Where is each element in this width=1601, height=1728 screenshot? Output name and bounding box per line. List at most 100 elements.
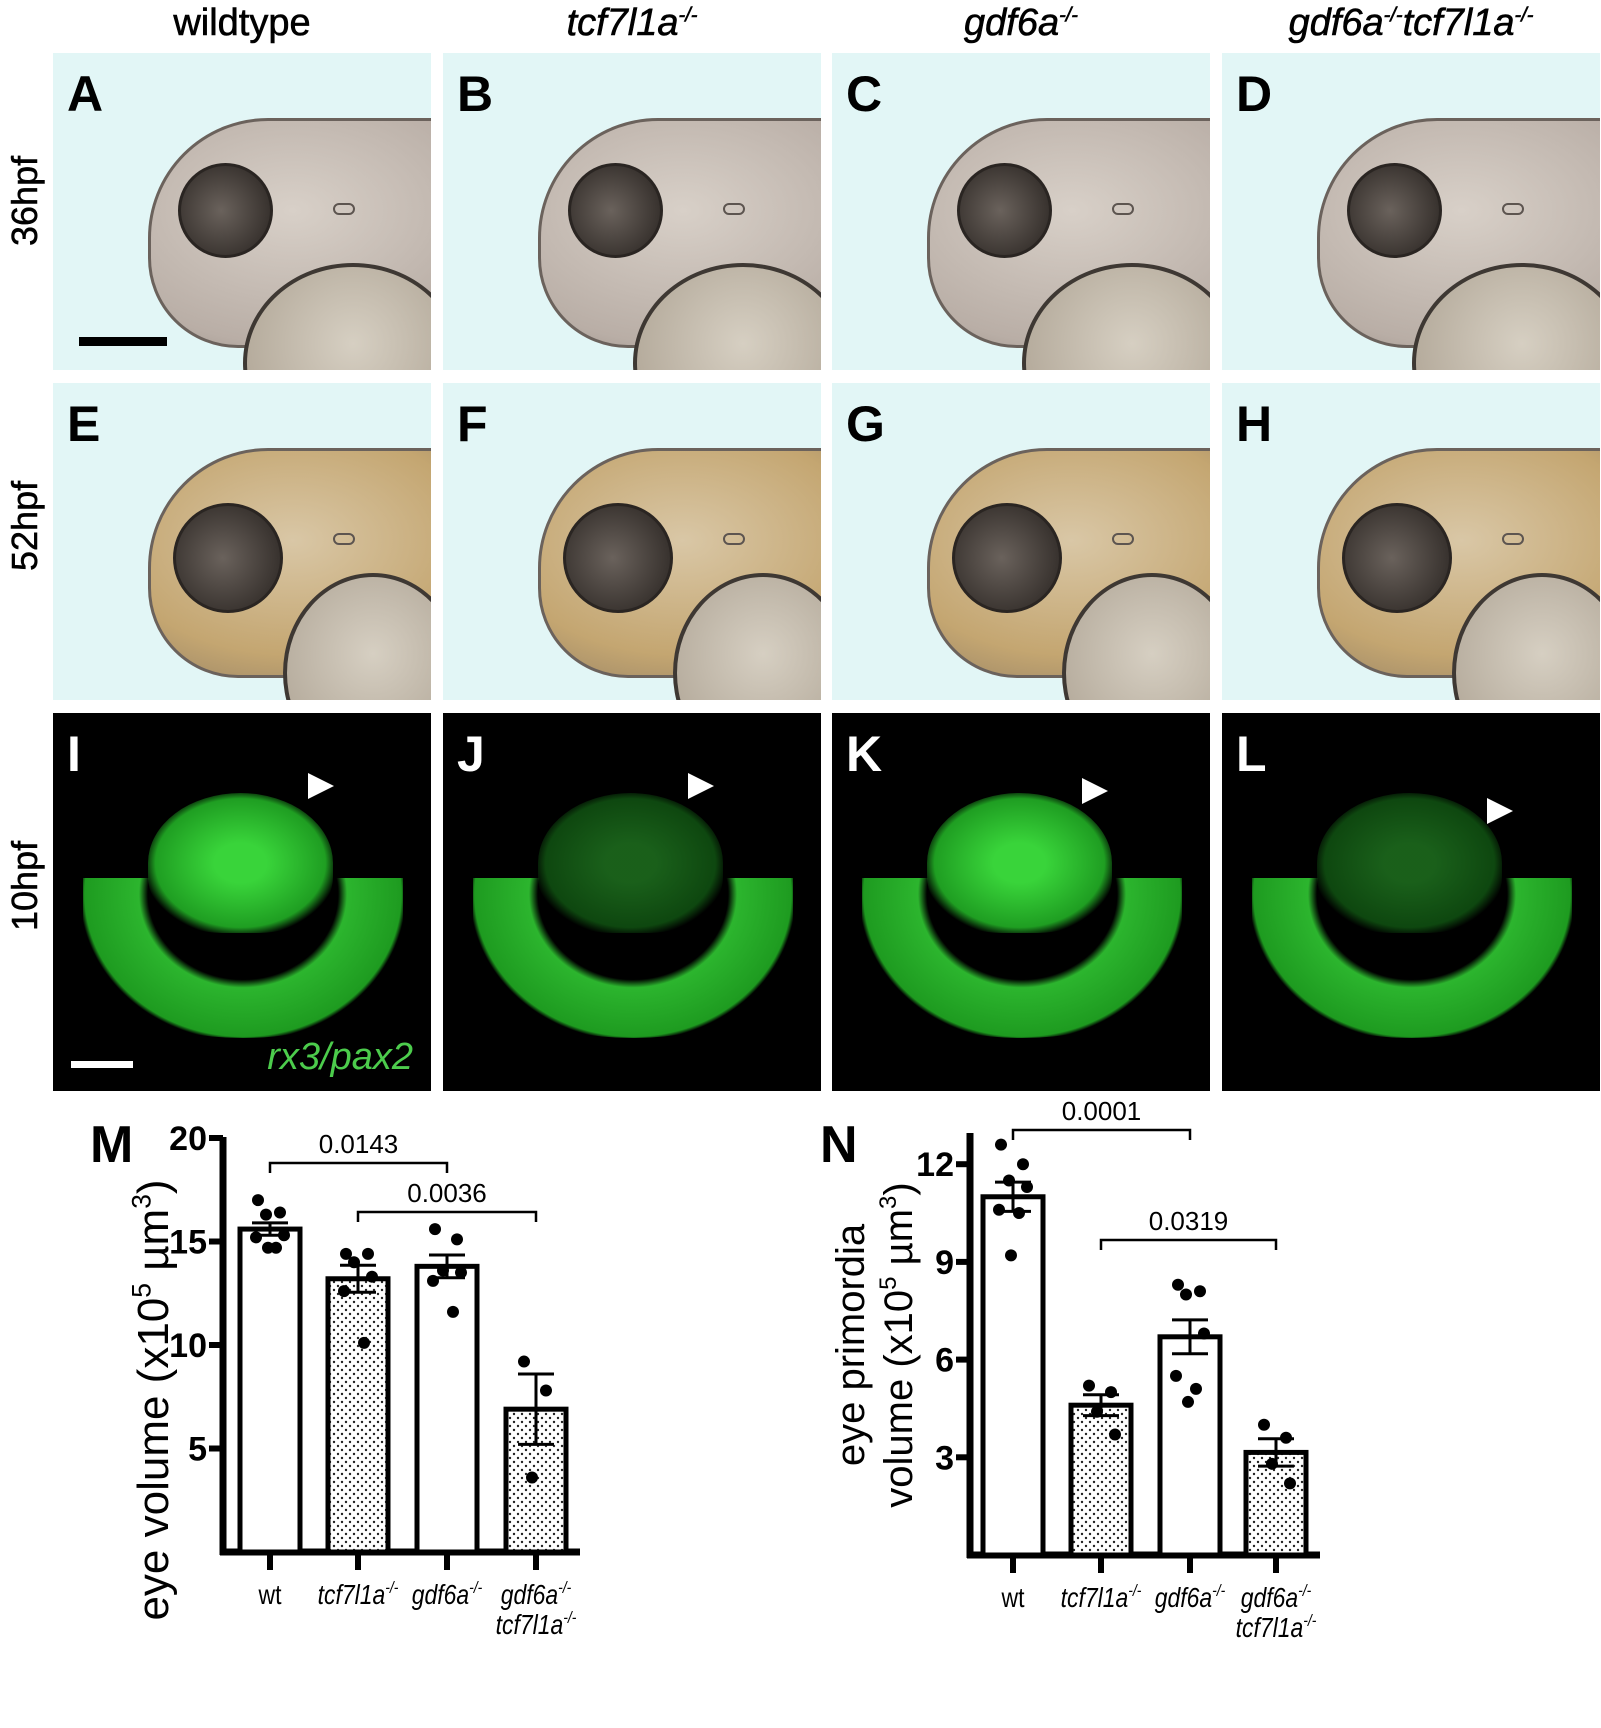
data-point xyxy=(348,1256,360,1269)
y-label-segment: ) xyxy=(877,1182,921,1195)
category-part: wt xyxy=(258,1580,282,1611)
eye xyxy=(178,163,273,258)
image-panel-c: C xyxy=(832,53,1210,370)
data-point xyxy=(526,1471,538,1484)
y-axis-label: eye volume (x105 µm3) xyxy=(126,1179,178,1620)
category-part: -/- xyxy=(1303,1612,1316,1631)
data-point xyxy=(1091,1405,1103,1418)
data-point xyxy=(278,1229,290,1242)
column-label: tcf7l1a xyxy=(1402,2,1515,45)
otic-vesicle xyxy=(1502,533,1524,545)
data-point xyxy=(1198,1327,1210,1340)
panel-label: K xyxy=(846,726,883,782)
data-point xyxy=(427,1274,439,1287)
otic-vesicle xyxy=(333,203,355,215)
eye xyxy=(173,503,283,613)
panel-label: B xyxy=(457,66,494,122)
x-tick-label: gdf6a-/- xyxy=(501,1579,572,1611)
y-label-segment: 5 xyxy=(875,1276,902,1289)
panel-label: H xyxy=(1236,396,1273,452)
category-part: tcf7l1a xyxy=(496,1610,564,1641)
otic-vesicle xyxy=(1112,533,1134,545)
eye xyxy=(568,163,663,258)
arrowhead-icon xyxy=(308,773,334,799)
data-point xyxy=(1021,1180,1033,1193)
x-tick-label-line2: tcf7l1a-/- xyxy=(496,1609,577,1641)
otic-vesicle xyxy=(1112,203,1134,215)
arrowhead-icon xyxy=(1487,798,1513,824)
panel-label: J xyxy=(457,726,485,782)
panel-label: G xyxy=(846,396,885,452)
data-point xyxy=(437,1264,449,1277)
y-label-part: eye volume (x10 xyxy=(129,1298,178,1621)
panel-label: L xyxy=(1236,726,1267,782)
category-part: -/- xyxy=(1128,1582,1141,1601)
arrowhead-icon xyxy=(688,773,714,799)
genotype-sup: -/- xyxy=(1514,4,1534,27)
category-part: -/- xyxy=(558,1579,571,1598)
eye xyxy=(1342,503,1452,613)
row-header-36hpf: 36hpf xyxy=(4,155,46,247)
data-point xyxy=(429,1223,441,1236)
panel-label: F xyxy=(457,396,488,452)
column-label: tcf7l1a xyxy=(566,2,679,45)
bar xyxy=(1243,1449,1309,1558)
bar xyxy=(1068,1402,1134,1558)
data-point xyxy=(1170,1369,1182,1382)
data-point xyxy=(250,1231,262,1244)
image-panel-e: E xyxy=(53,383,431,700)
data-point xyxy=(362,1247,374,1260)
data-point xyxy=(995,1138,1007,1151)
y-label-segment: volume (x10 xyxy=(877,1290,921,1508)
image-panel-l: L xyxy=(1222,713,1600,1091)
x-tick-label: wt xyxy=(258,1580,282,1611)
column-header-double: gdf6a-/-tcf7l1a-/- xyxy=(1222,2,1600,45)
data-point xyxy=(338,1285,350,1298)
column-header-gdf6a: gdf6a-/- xyxy=(832,2,1210,45)
p-value-label: 0.0036 xyxy=(407,1178,487,1208)
y-tick-label: 15 xyxy=(169,1224,207,1262)
data-point xyxy=(1180,1288,1192,1301)
data-point xyxy=(260,1208,272,1221)
y-tick-label: 5 xyxy=(188,1431,207,1469)
y-label-part: ) xyxy=(129,1179,178,1194)
significance-bracket xyxy=(356,1210,538,1222)
y-tick-label: 10 xyxy=(169,1327,207,1365)
y-tick-label: 6 xyxy=(935,1342,954,1380)
category-part: tcf7l1a xyxy=(1236,1613,1304,1644)
bar xyxy=(1157,1334,1223,1558)
image-panel-f: F xyxy=(443,383,821,700)
genotype-sup: -/- xyxy=(678,4,698,27)
data-point xyxy=(252,1194,264,1207)
data-point xyxy=(451,1233,463,1246)
eye xyxy=(563,503,673,613)
category-part: tcf7l1a xyxy=(1061,1583,1129,1614)
x-tick-label: gdf6a-/- xyxy=(1241,1582,1312,1614)
bar xyxy=(237,1226,303,1555)
data-point xyxy=(1266,1457,1278,1470)
stain-label: rx3/pax2 xyxy=(267,1036,413,1078)
data-point xyxy=(358,1336,370,1349)
pax2-expression xyxy=(1252,878,1572,1038)
column-label: wildtype xyxy=(173,2,311,45)
significance-bracket xyxy=(268,1161,449,1173)
y-label-segment: µm xyxy=(877,1209,921,1276)
column-label: gdf6a xyxy=(1288,2,1384,45)
panel-label: D xyxy=(1236,66,1273,122)
category-part: wt xyxy=(1001,1583,1025,1614)
x-tick-label: wt xyxy=(1001,1583,1025,1614)
scale-bar xyxy=(79,337,167,346)
panel-label: C xyxy=(846,66,883,122)
data-point xyxy=(1003,1174,1015,1187)
x-tick-label: gdf6a-/- xyxy=(412,1579,483,1611)
image-panel-k: K xyxy=(832,713,1210,1091)
category-part: -/- xyxy=(1298,1582,1311,1601)
data-point xyxy=(1105,1386,1117,1399)
otic-vesicle xyxy=(1502,203,1524,215)
category-part: tcf7l1a xyxy=(318,1580,386,1611)
data-point xyxy=(993,1203,1005,1216)
otic-vesicle xyxy=(333,533,355,545)
